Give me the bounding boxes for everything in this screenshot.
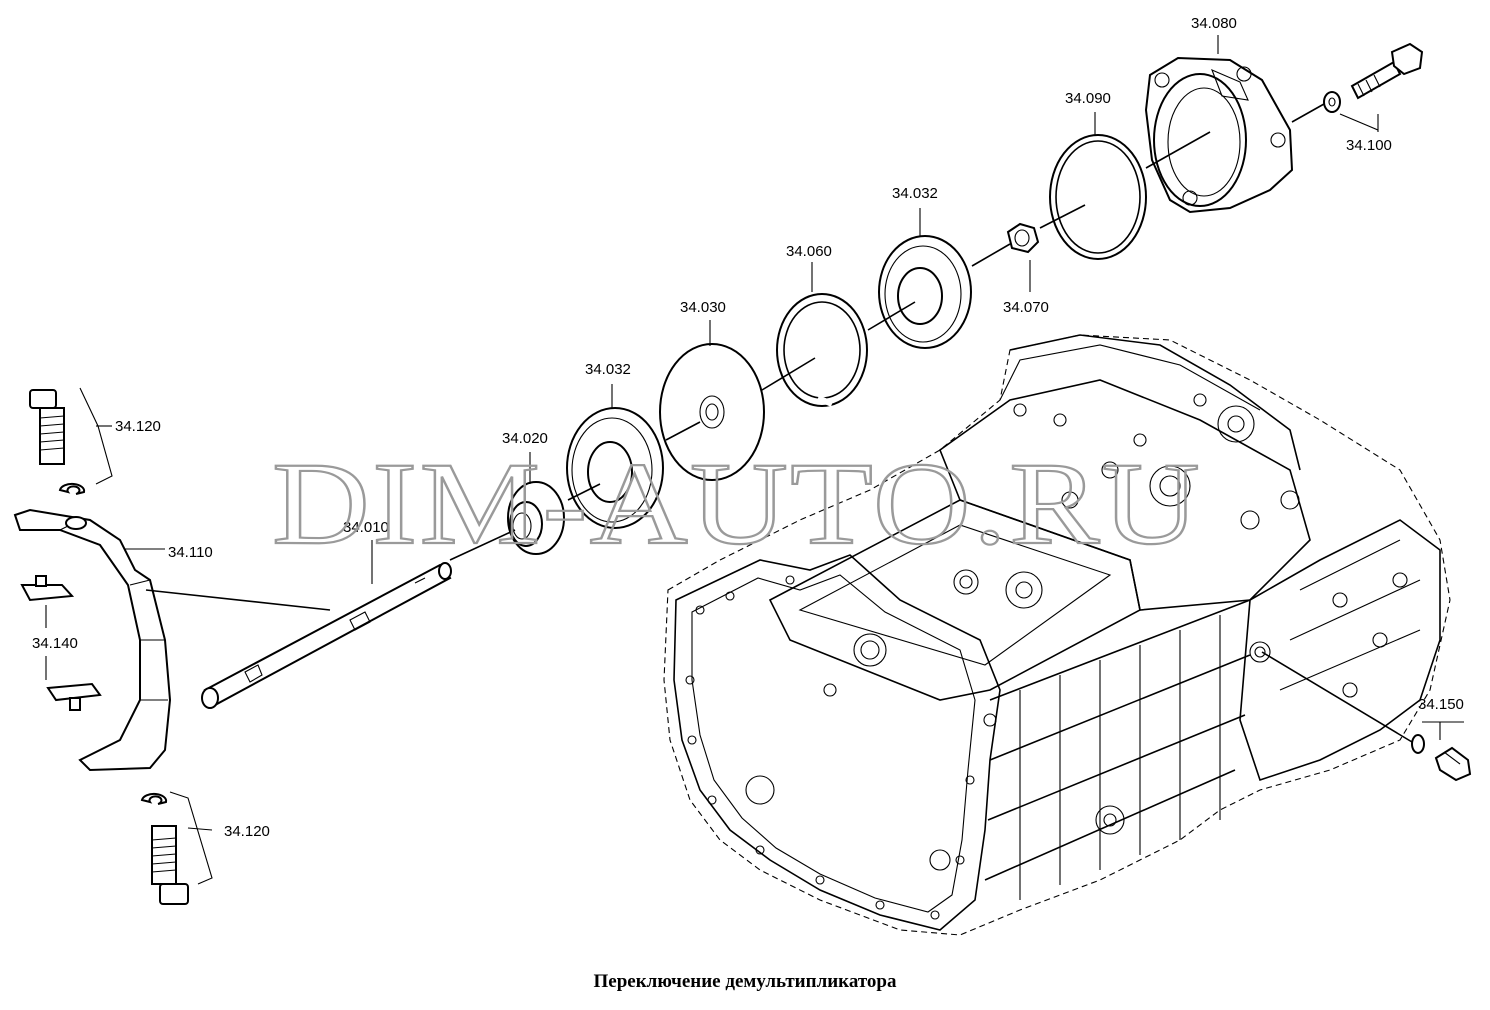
- callout-34120-lower: 34.120: [224, 823, 270, 840]
- shaft-bushing: [507, 481, 565, 555]
- label-leaders: [45, 35, 1464, 885]
- retaining-ring: [776, 293, 868, 407]
- piston-seal-left: [566, 407, 664, 529]
- shift-shoe-upper: [20, 575, 75, 602]
- cover-bolt: [1350, 42, 1424, 100]
- breather-plug: [1411, 734, 1472, 782]
- callout-34080: 34.080: [1191, 15, 1237, 32]
- cover-bolt-washer: [1323, 91, 1341, 113]
- callout-34150: 34.150: [1418, 696, 1464, 713]
- o-ring: [1049, 134, 1147, 260]
- piston-disc: [659, 343, 765, 481]
- shift-shoe-lower: [46, 682, 102, 711]
- piston-seal-right: [878, 235, 972, 349]
- callout-34032-right: 34.032: [892, 185, 938, 202]
- callout-34090: 34.090: [1065, 90, 1111, 107]
- callout-34140: 34.140: [32, 635, 78, 652]
- callout-34020: 34.020: [502, 430, 548, 447]
- watermark: DIM-AUTO.RU: [272, 438, 1202, 569]
- assembly-axis-lines: [145, 103, 1413, 743]
- callout-34010: 34.010: [343, 519, 389, 536]
- callout-34032-left: 34.032: [585, 361, 631, 378]
- callout-34030: 34.030: [680, 299, 726, 316]
- cylinder-cover: [1144, 56, 1294, 214]
- lock-washer-lower: [140, 792, 168, 805]
- fork-bolt-upper: [29, 389, 65, 465]
- callout-34060: 34.060: [786, 243, 832, 260]
- diagram-caption: Переключение демультипликатора: [593, 971, 897, 992]
- fork-bolt-lower: [151, 825, 189, 905]
- lock-nut: [1006, 222, 1040, 254]
- callout-34070: 34.070: [1003, 299, 1049, 316]
- callout-34120-upper: 34.120: [115, 418, 161, 435]
- shift-fork: [13, 508, 172, 772]
- gearbox-housing: [663, 334, 1451, 936]
- callout-34110: 34.110: [168, 544, 213, 561]
- shift-shaft: [201, 562, 452, 709]
- callout-34100: 34.100: [1346, 137, 1392, 154]
- lock-washer-upper: [58, 482, 86, 495]
